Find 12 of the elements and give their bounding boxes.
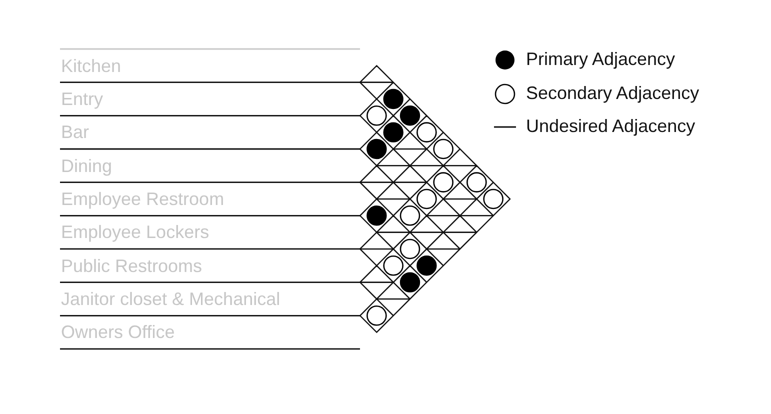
legend-label: Undesired Adjacency <box>526 115 696 137</box>
room-label: Employee Lockers <box>61 221 210 244</box>
room-label: Public Restrooms <box>61 254 202 277</box>
legend-label: Primary Adjacency <box>526 48 676 70</box>
room-label: Entry <box>61 88 104 110</box>
room-label: Employee Restroom <box>61 188 224 210</box>
room-label: Dining <box>61 154 112 177</box>
room-label: Janitor closet & Mechanical <box>61 288 280 310</box>
room-label: Bar <box>61 121 90 144</box>
room-label: Owners Office <box>61 321 175 344</box>
legend-label: Secondary Adjacency <box>526 82 700 104</box>
room-label: Kitchen <box>61 54 122 77</box>
